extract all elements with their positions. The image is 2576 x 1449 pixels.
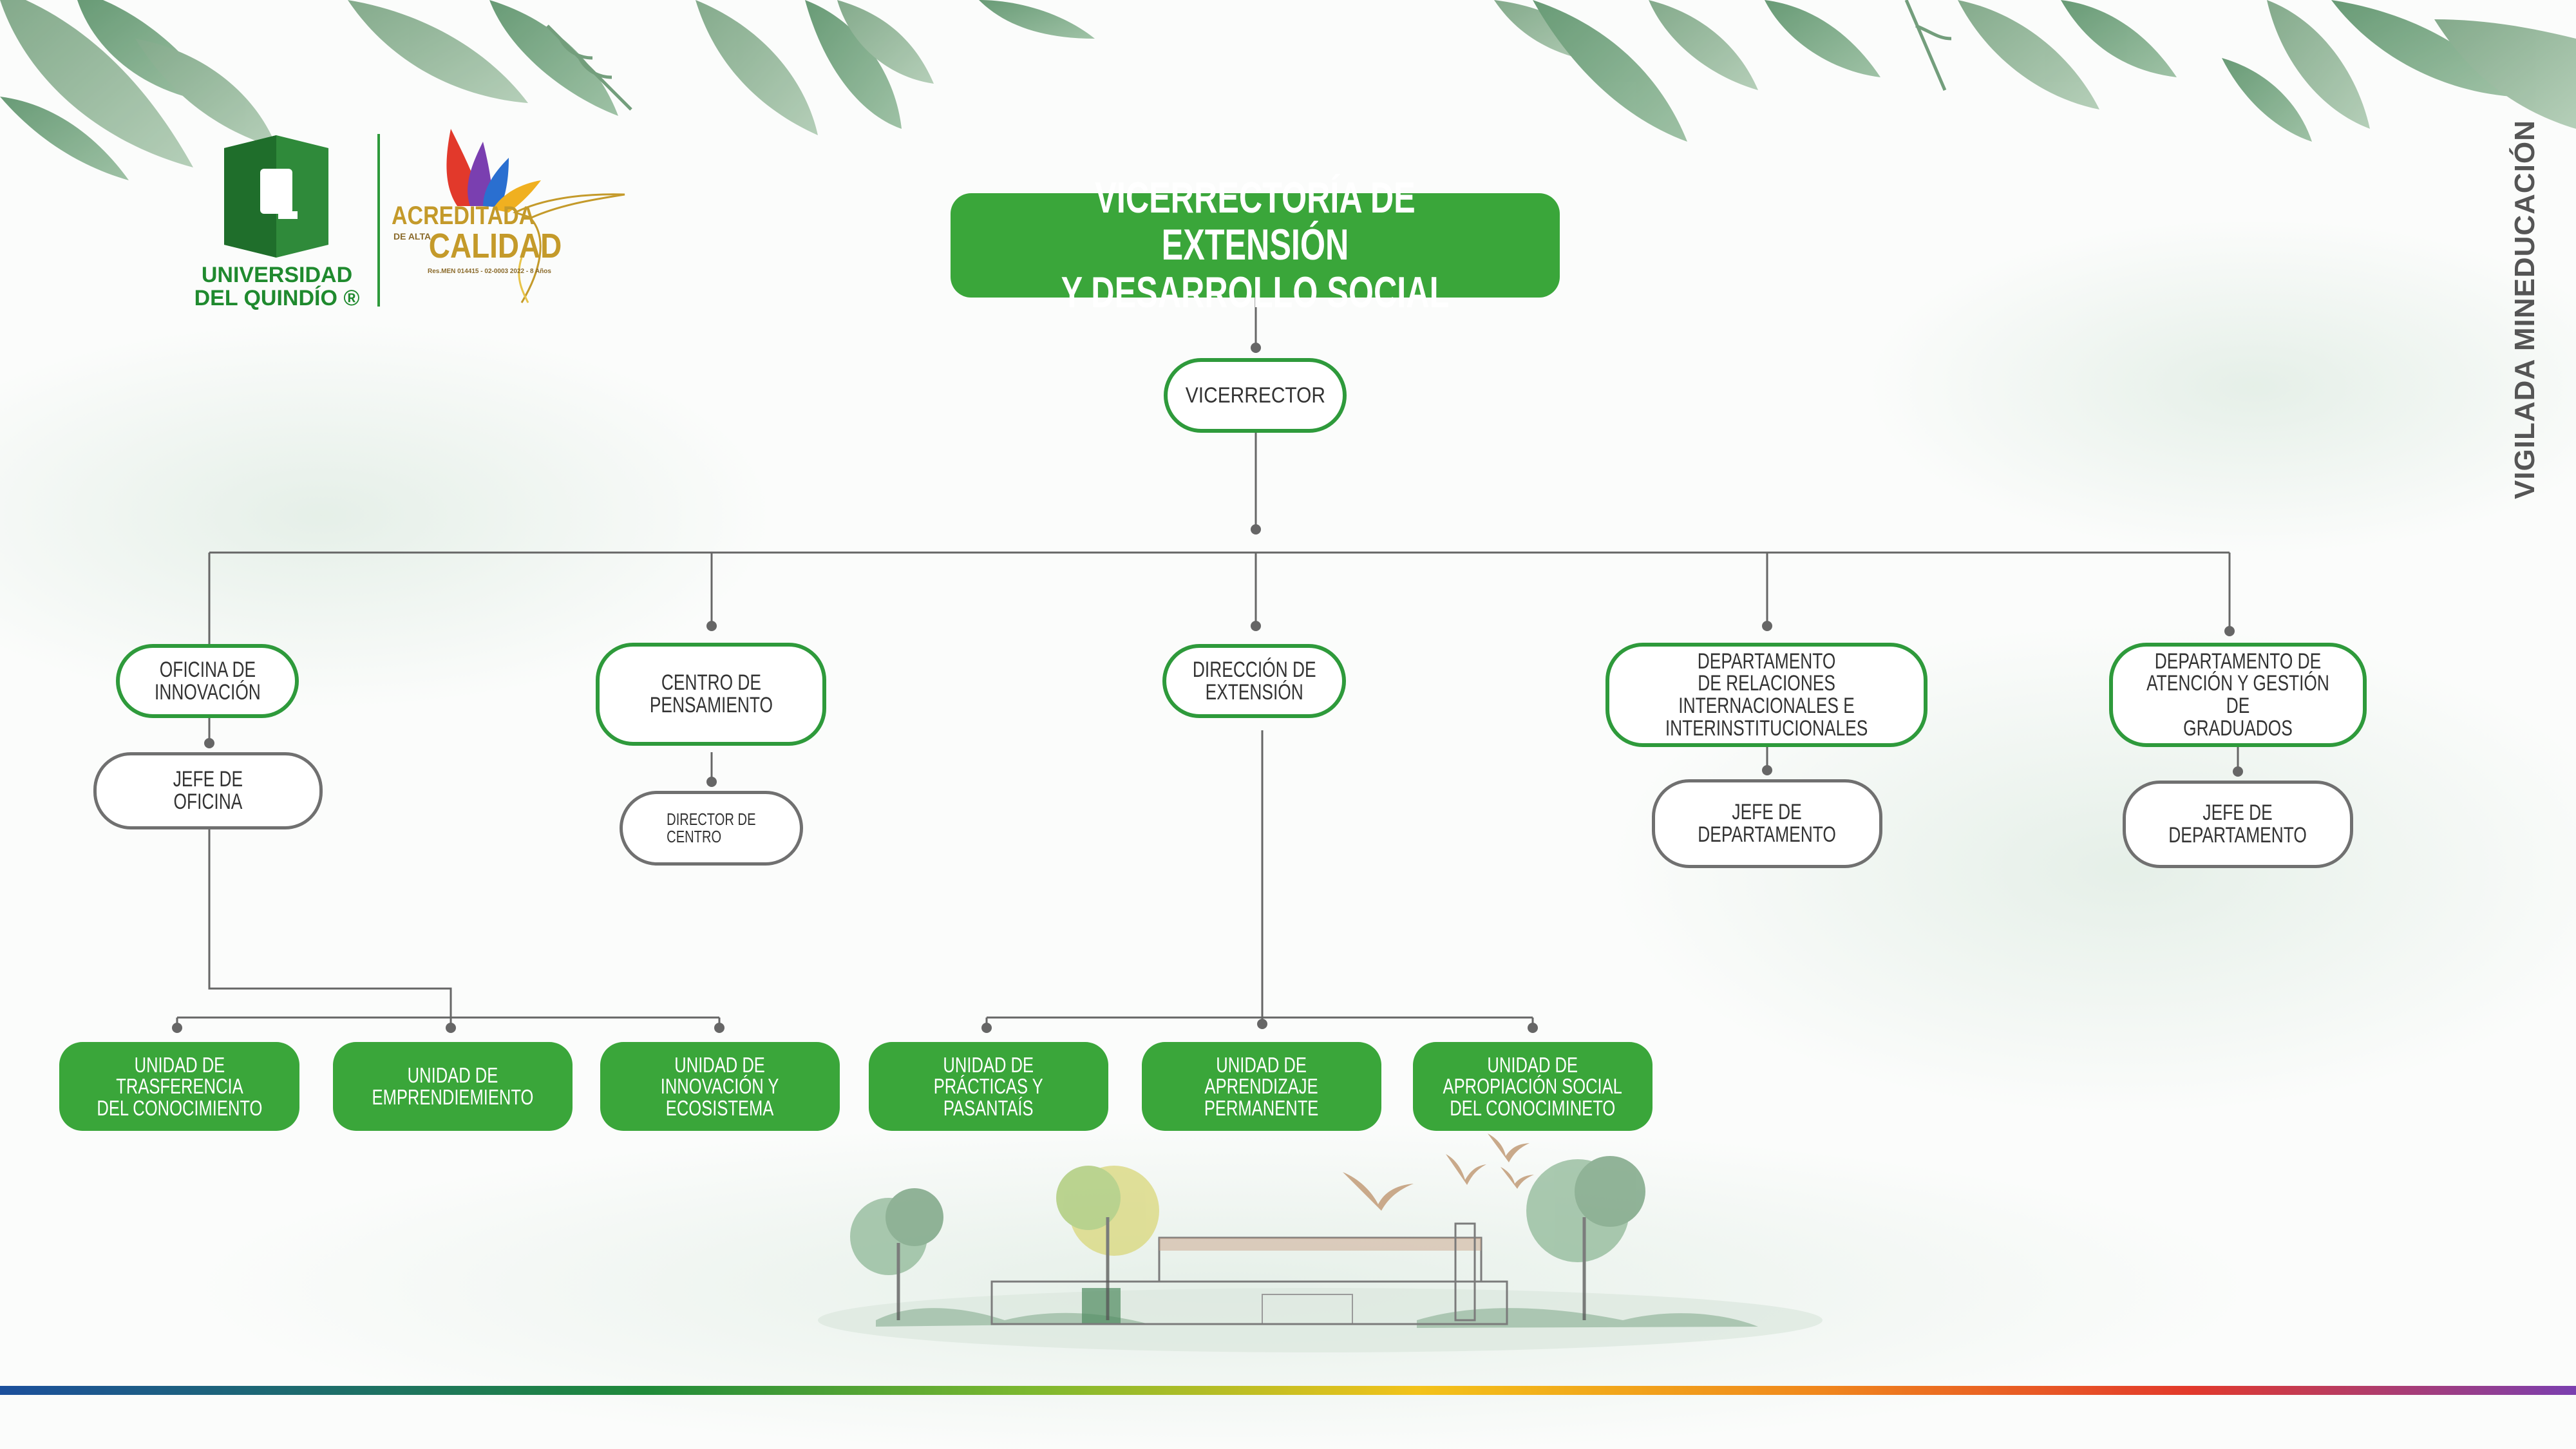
campus-building-illustration-icon xyxy=(818,1156,1823,1352)
accreditation-badge: ACREDITADA CALIDAD DE ALTA Res.MEN 01441… xyxy=(392,202,562,275)
university-name: UNIVERSIDAD DEL QUINDÍO ® xyxy=(194,263,360,310)
logo-divider xyxy=(377,134,380,307)
node-vicerrector: VICERRECTOR xyxy=(1164,358,1347,433)
bird-decoration-icon xyxy=(1343,1133,1534,1211)
university-logo-icon xyxy=(224,135,328,258)
org-chart-title: VICERRECTORÍA DE EXTENSIÓN Y DESARROLLO … xyxy=(951,174,1560,316)
leaf-decoration-icon xyxy=(0,0,2576,180)
hummingbird-icon xyxy=(446,129,625,303)
rainbow-band xyxy=(0,1386,2576,1395)
